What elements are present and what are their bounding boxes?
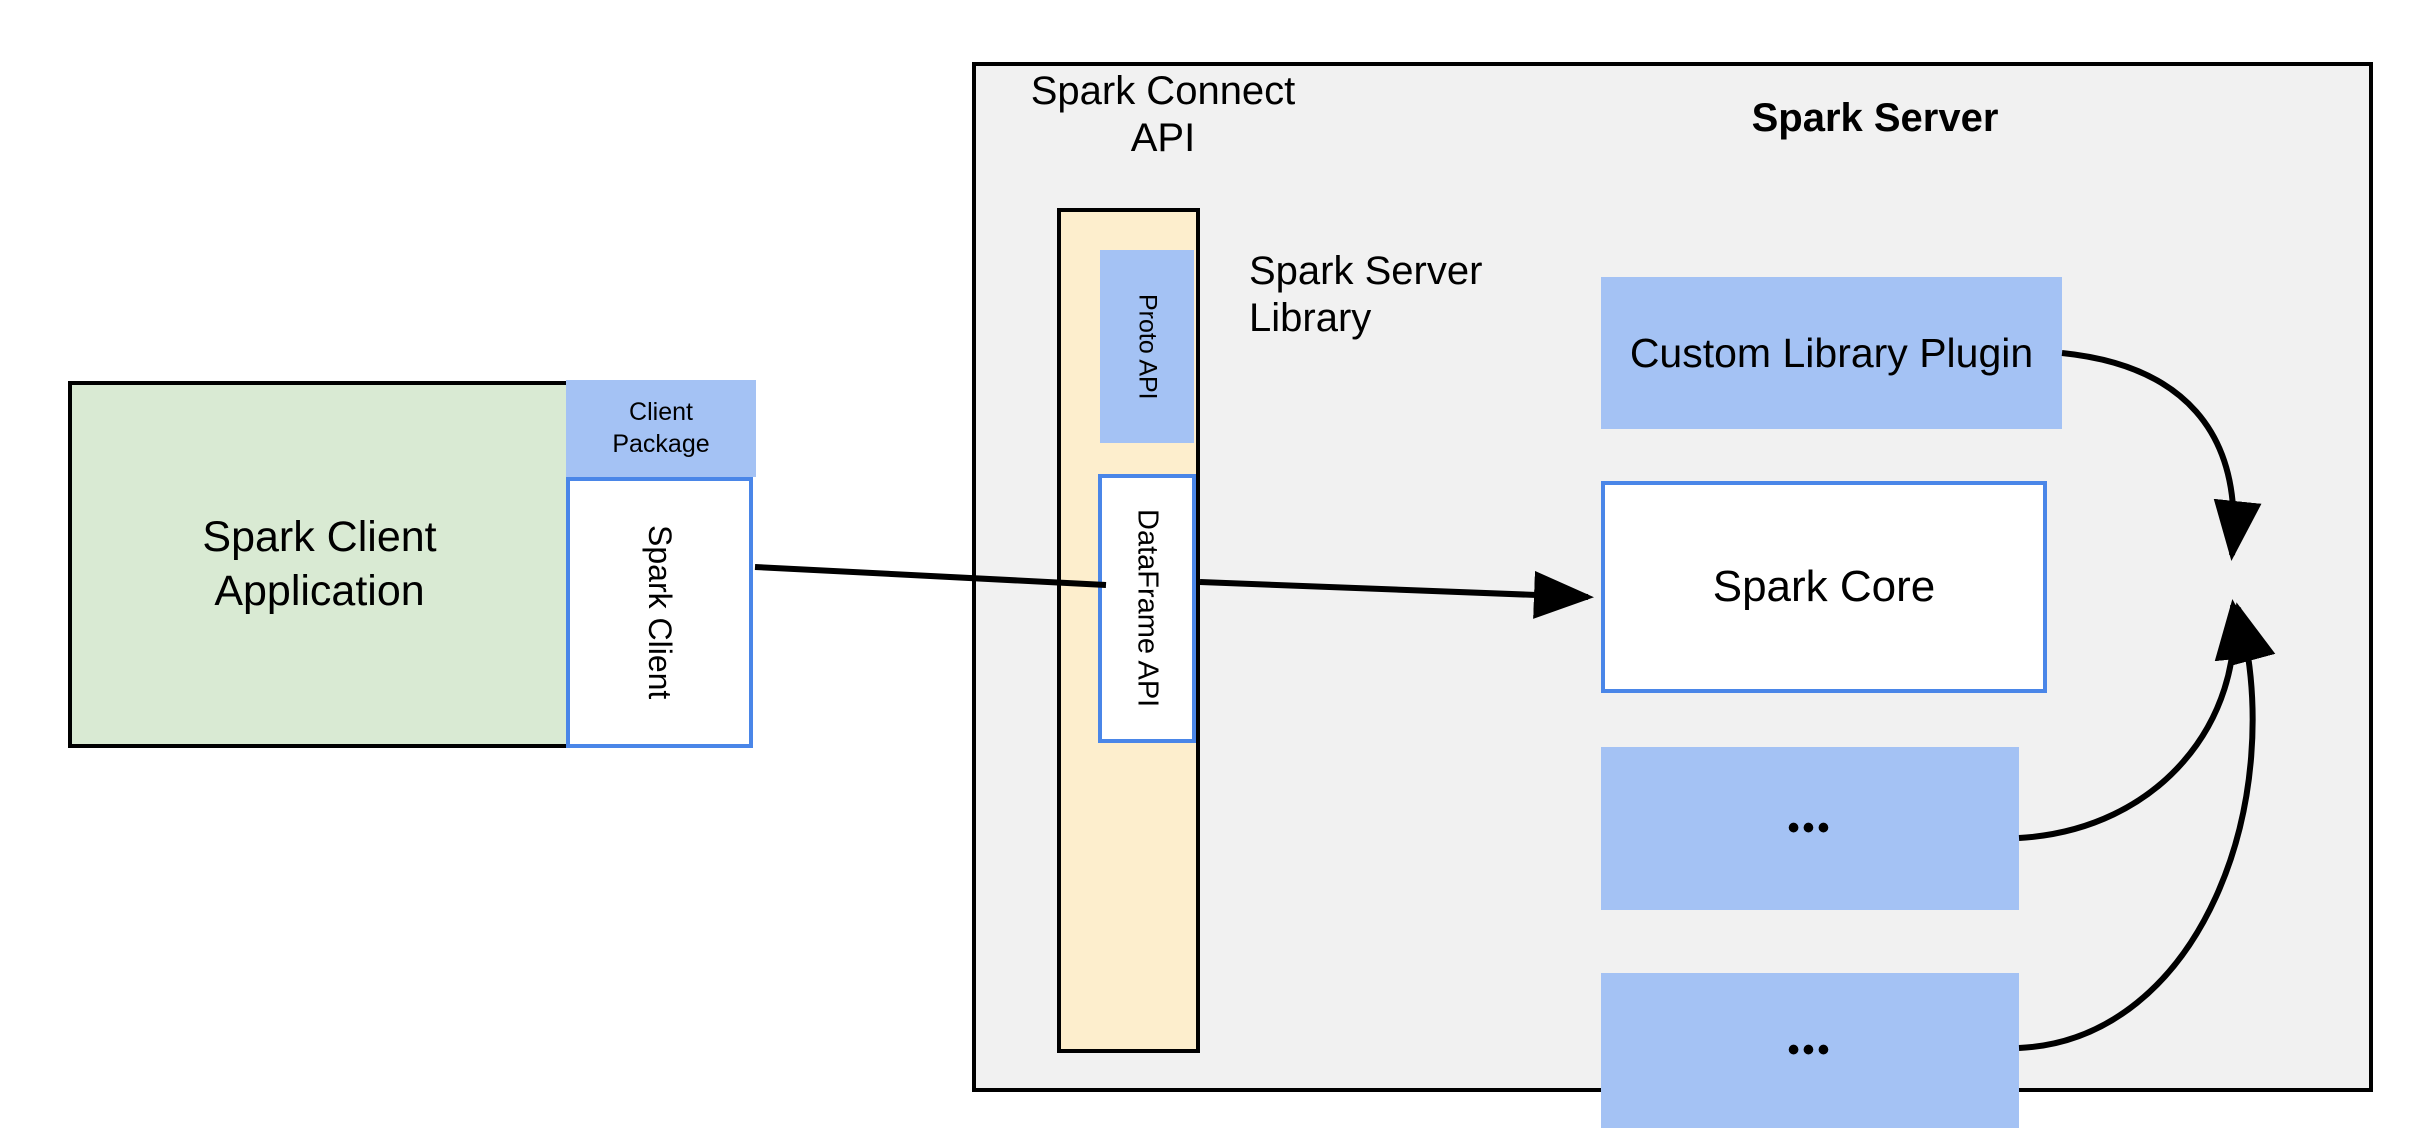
proto-api-label: Proto API — [1133, 293, 1162, 400]
dataframe-api-box[interactable]: DataFrame API — [1098, 474, 1196, 743]
dataframe-api-label: DataFrame API — [1131, 509, 1164, 708]
custom-library-plugin-label: Custom Library Plugin — [1629, 329, 2034, 376]
spark-core-box[interactable]: Spark Core — [1601, 481, 2047, 693]
custom-library-plugin-box[interactable]: Custom Library Plugin — [1601, 277, 2062, 429]
spark-server-title: Spark Server — [1751, 96, 1999, 140]
client-package-label: Client Package — [612, 398, 710, 458]
ellipsis-box-1[interactable]: ••• — [1601, 747, 2019, 910]
proto-api-box[interactable]: Proto API — [1100, 250, 1194, 443]
spark-client-box[interactable]: Spark Client — [566, 477, 753, 748]
spark-client-label: Spark Client — [642, 525, 678, 700]
spark-client-application-label: Spark Client Application — [202, 512, 437, 615]
ellipsis-box-2[interactable]: ••• — [1601, 973, 2019, 1128]
ellipsis-box-1-label: ••• — [1787, 809, 1833, 847]
client-package-box[interactable]: Client Package — [566, 380, 756, 477]
spark-connect-api-label: Spark Connect API — [1030, 69, 1296, 161]
spark-server-library-label: Spark Server Library — [1249, 249, 1483, 341]
spark-core-label: Spark Core — [1712, 562, 1936, 611]
ellipsis-box-2-label: ••• — [1787, 1031, 1833, 1069]
spark-client-application-box[interactable]: Spark Client Application — [68, 381, 571, 748]
